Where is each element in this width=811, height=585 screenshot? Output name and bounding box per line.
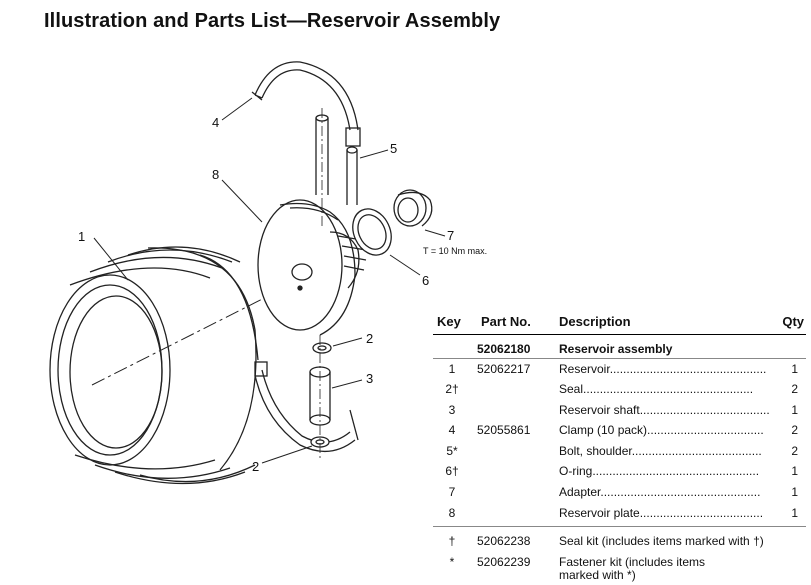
cell-description: O-ring..................................… (559, 463, 797, 480)
callout-2-upper: 2 (366, 331, 374, 346)
cell-description: Reservoir...............................… (559, 361, 797, 378)
header-rule (433, 334, 806, 335)
callout-2-lower: 2 (252, 459, 260, 474)
table-row: 3 Reservoir shaft........................… (433, 402, 806, 419)
cell-key: 6† (445, 464, 459, 478)
description-text: O-ring (559, 464, 593, 478)
cell-qty: 1 (791, 506, 798, 520)
kits-rule (433, 526, 806, 527)
header-key: Key (437, 314, 461, 329)
cell-description: Adapter.................................… (559, 484, 797, 501)
dot-leader: ........................................… (583, 382, 754, 396)
table-row: † 52062238 Seal kit (includes items marked… (433, 533, 806, 550)
cell-key: 7 (448, 485, 456, 499)
description-text: Fastener kit (includes items (559, 555, 706, 569)
table-row: 6† O-ring................................… (433, 463, 806, 480)
cell-key: * (449, 555, 455, 569)
description-text: Seal kit (includes items marked with †) (559, 534, 764, 548)
cell-description: Reservoir plate.........................… (559, 505, 797, 522)
cell-description: Fastener kit (includes items (559, 554, 797, 571)
dot-leader: ..................................... (639, 506, 764, 520)
table-row: 5* Bolt, shoulder........................… (433, 443, 806, 460)
cell-description: Reservoir shaft.........................… (559, 402, 797, 419)
cell-qty: 2 (791, 423, 798, 437)
description-text: Reservoir assembly (559, 342, 673, 356)
dot-leader: ........................................… (609, 362, 767, 376)
cell-description: Clamp (10 pack).........................… (559, 422, 797, 439)
description-text: Adapter (559, 485, 601, 499)
reservoir-plate (257, 199, 367, 336)
callout-7: 7 (447, 228, 455, 243)
cell-key: 4 (448, 423, 456, 437)
description-text: Bolt, shoulder (559, 444, 632, 458)
callout-1: 1 (78, 229, 86, 244)
cell-key: 2† (445, 382, 459, 396)
callout-3: 3 (366, 371, 374, 386)
description-text: Clamp (10 pack) (559, 423, 648, 437)
description-text: Reservoir plate (559, 506, 640, 520)
adapter (393, 189, 433, 227)
cell-part-no: 52055861 (477, 423, 531, 437)
callout-4: 4 (212, 115, 220, 130)
cell-part-no: 52062180 (477, 342, 531, 356)
cell-description: Seal....................................… (559, 381, 797, 398)
dot-leader: ........................................… (592, 464, 760, 478)
cell-part-no: 52062239 (477, 555, 531, 569)
cell-part-no: 52062238 (477, 534, 531, 548)
cell-key: 3 (448, 403, 456, 417)
cell-qty: 1 (791, 464, 798, 478)
torque-note: T = 10 Nm max. (423, 246, 488, 256)
description-text: Reservoir shaft (559, 403, 640, 417)
table-row: 1 52062217 Reservoir......................… (433, 361, 806, 378)
shoulder-bolts (315, 108, 358, 228)
callout-5: 5 (390, 141, 398, 156)
cell-key: 8 (448, 506, 456, 520)
cell-qty: 1 (791, 485, 798, 499)
cell-key: 5* (446, 444, 458, 458)
table-row: 4 52055861 Clamp (10 pack)................… (433, 422, 806, 439)
cell-part-no: 52062217 (477, 362, 531, 376)
cell-description: Seal kit (includes items marked with †) (559, 533, 797, 550)
reservoir-body (49, 246, 259, 485)
table-row: 2† Seal..................................… (433, 381, 806, 398)
table-row: 7 Adapter................................… (433, 484, 806, 501)
cell-key: 1 (448, 362, 456, 376)
description-text: Reservoir (559, 362, 610, 376)
cell-key: † (448, 534, 456, 548)
cell-qty: 2 (791, 382, 798, 396)
callout-6: 6 (422, 273, 430, 288)
callout-8: 8 (212, 167, 220, 182)
table-row: 52062180 Reservoir assembly (433, 341, 806, 358)
description-text: Seal (559, 382, 584, 396)
cell-description: Bolt, shoulder..........................… (559, 443, 797, 460)
cell-qty: 1 (791, 403, 798, 417)
dot-leader: ........................................… (600, 485, 761, 499)
seals-and-shaft (309, 335, 332, 460)
dot-leader: ....................................... (639, 403, 770, 417)
cell-description-line2: marked with *) (559, 568, 636, 582)
header-qty: Qty (782, 314, 804, 329)
clamp-top (251, 61, 361, 147)
cell-qty: 1 (791, 362, 798, 376)
dot-leader: ....................................... (631, 444, 762, 458)
cell-description: Reservoir assembly (559, 341, 797, 358)
header-description: Description (559, 314, 631, 329)
header-part-no: Part No. (481, 314, 531, 329)
table-row: 8 Reservoir plate........................… (433, 505, 806, 522)
clamp-bottom (254, 361, 359, 452)
assembly-rule (433, 358, 806, 359)
dot-leader: ................................... (647, 423, 764, 437)
page-title: Illustration and Parts List—Reservoir As… (44, 10, 501, 32)
cell-qty: 2 (791, 444, 798, 458)
